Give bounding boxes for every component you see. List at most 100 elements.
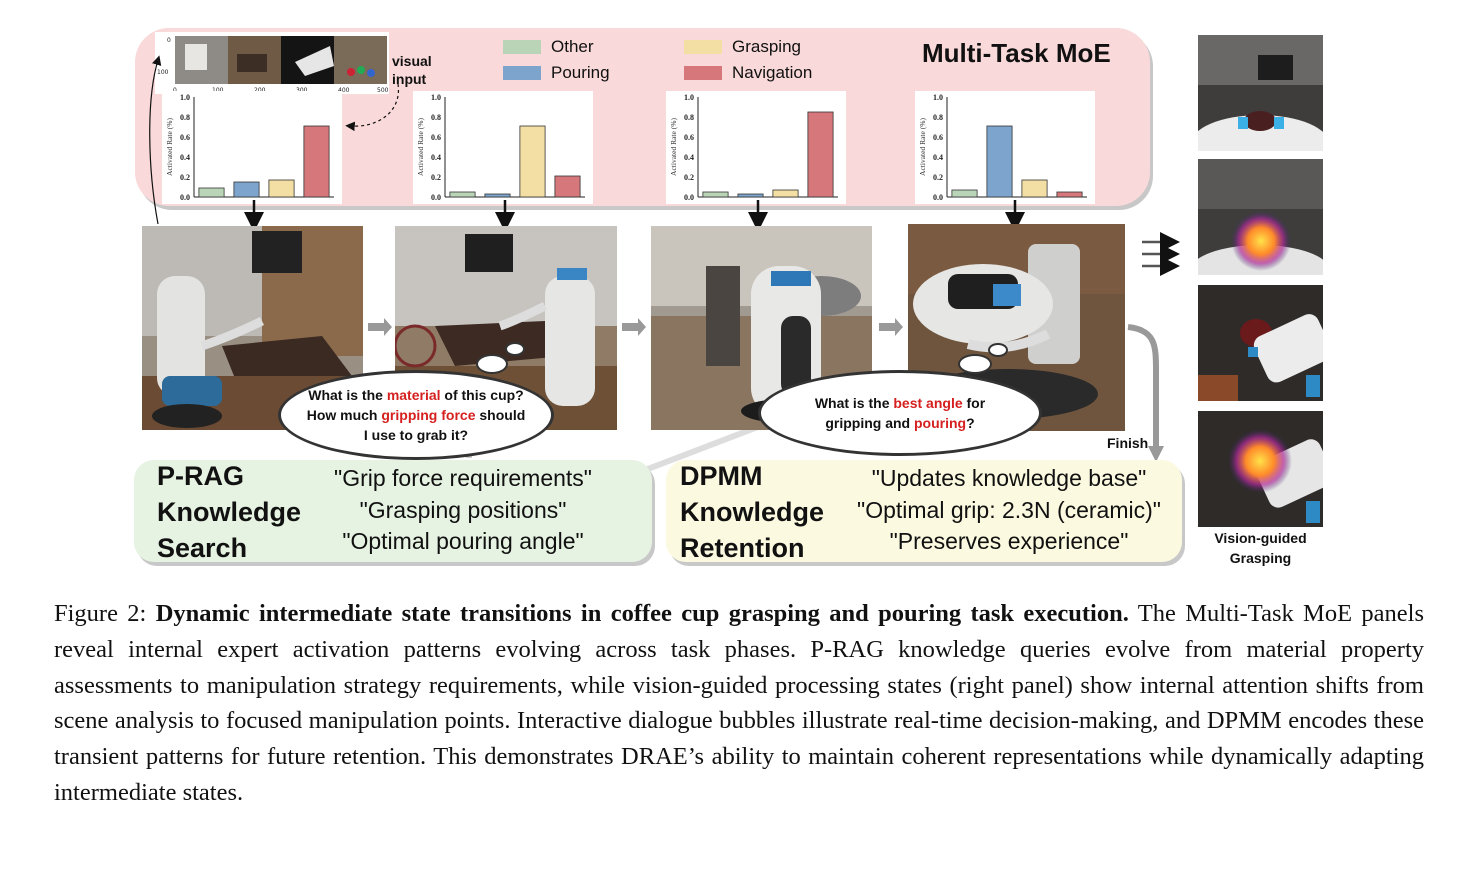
- vis-ytick-100: 100: [157, 69, 169, 76]
- bar-other: [951, 189, 978, 198]
- prag-item: "Grasping positions": [359, 496, 567, 523]
- y-tick-label: 0.8: [933, 113, 943, 122]
- prag-panel: [134, 460, 652, 562]
- y-tick-label: 0.4: [684, 153, 694, 162]
- caption-label: Figure 2:: [54, 600, 147, 627]
- highlight-pouring: pouring: [913, 415, 967, 431]
- prag-title: P-RAG Knowledge Search: [157, 461, 302, 563]
- y-tick-label: 0.2: [933, 173, 943, 182]
- y-tick-label: 1.0: [431, 93, 441, 102]
- y-tick-label: 0.4: [933, 153, 943, 162]
- y-tick-label: 0.6: [180, 133, 190, 142]
- legend-label-pouring: Pouring: [551, 63, 610, 82]
- vis-xtick-100: 100: [212, 87, 224, 94]
- caption-text: The Multi-Task MoE panels reveal interna…: [54, 600, 1424, 806]
- legend-item-navigation: Navigation: [684, 63, 812, 83]
- bar-navigation: [303, 125, 330, 198]
- bar-navigation: [554, 175, 581, 198]
- y-tick-label: 0.2: [180, 173, 190, 182]
- y-axis-label: Activated Rate (%): [918, 118, 927, 176]
- dpmm-title: DPMM Knowledge Retention: [680, 461, 825, 563]
- bar-navigation: [1056, 191, 1083, 198]
- legend-item-other: Other: [503, 37, 594, 57]
- y-axis-label: Activated Rate (%): [669, 118, 678, 176]
- vis-xtick-300: 300: [296, 87, 308, 94]
- figure-caption: Figure 2: Dynamic intermediate state tra…: [54, 596, 1424, 811]
- bar-grasping: [268, 179, 295, 198]
- dpmm-panel: [666, 460, 1182, 562]
- bar-grasping: [772, 189, 799, 198]
- prag-items: "Grip force requirements" "Grasping posi…: [300, 463, 626, 558]
- y-tick-label: 0.8: [431, 113, 441, 122]
- bar-pouring: [986, 125, 1013, 198]
- visual-input-strip: 0 100 0 100 200 300 400 500: [155, 32, 389, 94]
- y-tick-label: 1.0: [684, 93, 694, 102]
- y-axis-label: Activated Rate (%): [416, 118, 425, 176]
- dpmm-items: "Updates knowledge base" "Optimal grip: …: [838, 463, 1180, 558]
- y-tick-label: 0.6: [431, 133, 441, 142]
- bar-other: [198, 187, 225, 198]
- y-tick-label: 0.6: [933, 133, 943, 142]
- vision-thumb-3: [1198, 285, 1323, 401]
- vision-guided-label: Vision-guided Grasping: [1214, 530, 1307, 566]
- highlight-gripping-force: gripping force: [381, 407, 476, 423]
- legend-label-navigation: Navigation: [732, 63, 813, 82]
- bar-pouring: [484, 193, 511, 198]
- legend-label-other: Other: [551, 37, 594, 56]
- legend-swatch-pouring: [503, 66, 541, 80]
- vis-xtick-200: 200: [254, 87, 266, 94]
- y-tick-label: 0.6: [684, 133, 694, 142]
- legend-item-pouring: Pouring: [503, 63, 610, 83]
- thought-dot-large-1: [476, 354, 508, 374]
- y-tick-label: 0.4: [180, 153, 190, 162]
- y-tick-label: 0.2: [431, 173, 441, 182]
- legend-swatch-grasping: [684, 40, 722, 54]
- legend-swatch-other: [503, 40, 541, 54]
- legend-item-grasping: Grasping: [684, 37, 801, 57]
- highlight-best-angle: best angle: [893, 395, 963, 411]
- y-tick-label: 1.0: [180, 93, 190, 102]
- y-tick-label: 0.2: [684, 173, 694, 182]
- prag-item: "Grip force requirements": [334, 465, 592, 491]
- vision-thumb-1: [1198, 35, 1323, 151]
- thought-bubble-1: What is the material of this cup? How mu…: [278, 370, 554, 460]
- legend-swatch-navigation: [684, 66, 722, 80]
- y-tick-label: 0.0: [933, 193, 943, 202]
- bar-navigation: [807, 111, 834, 198]
- y-tick-label: 0.8: [180, 113, 190, 122]
- y-tick-label: 1.0: [933, 93, 943, 102]
- bar-other: [702, 191, 729, 198]
- dpmm-item: "Updates knowledge base": [871, 465, 1147, 491]
- thought-dot-small-2: [988, 343, 1008, 357]
- thought-bubble-2: What is the best angle for gripping and …: [758, 370, 1042, 456]
- caption-bold: Dynamic intermediate state transitions i…: [155, 600, 1129, 627]
- bar-pouring: [233, 181, 260, 198]
- prag-item: "Optimal pouring angle": [342, 528, 584, 554]
- highlight-material: material: [386, 387, 441, 403]
- y-tick-label: 0.0: [684, 193, 694, 202]
- thought-dot-small-1: [505, 342, 525, 356]
- y-tick-label: 0.4: [431, 153, 441, 162]
- thought-dot-large-2: [958, 354, 992, 374]
- legend-label-grasping: Grasping: [732, 37, 801, 56]
- vis-xtick-400: 400: [338, 87, 350, 94]
- scene-4-image: [908, 224, 1125, 431]
- vis-xtick-0: 0: [173, 87, 177, 94]
- dpmm-item: "Optimal grip: 2.3N (ceramic)": [857, 496, 1161, 523]
- moe-title: Multi-Task MoE: [922, 38, 1111, 68]
- y-axis-label: Activated Rate (%): [165, 118, 174, 176]
- bar-grasping: [519, 125, 546, 198]
- vision-thumb-4: [1198, 411, 1323, 527]
- dpmm-item: "Preserves experience": [889, 528, 1129, 554]
- visual-input-label: visual input: [392, 53, 432, 87]
- y-tick-label: 0.8: [684, 113, 694, 122]
- y-tick-label: 0.0: [431, 193, 441, 202]
